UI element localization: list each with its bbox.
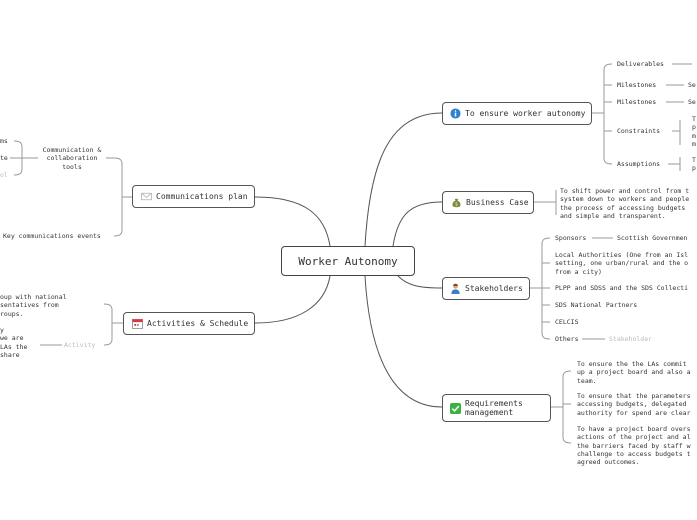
info-icon	[450, 108, 461, 119]
branch-stakeholders[interactable]: Stakeholders	[442, 277, 530, 300]
branch-line-requirements	[364, 275, 443, 408]
communication-tools-sub-1[interactable]: ms	[0, 137, 8, 145]
branch-objective[interactable]: To ensure worker autonomy	[442, 102, 592, 125]
central-topic-label: Worker Autonomy	[298, 254, 398, 268]
svg-text:$: $	[455, 202, 458, 208]
communication-tools-item[interactable]: Communication & collaboration tools	[42, 146, 102, 171]
celcis-item[interactable]: CELCIS	[555, 318, 579, 326]
milestones-item-1[interactable]: Milestones	[617, 81, 657, 89]
branch-requirements-label-line2: management	[465, 408, 514, 417]
activity-text[interactable]: oup with national sentatives from roups.…	[0, 293, 67, 360]
sponsors-value[interactable]: Scottish Governmen	[617, 234, 688, 242]
communication-tools-sub-3[interactable]: ol	[0, 171, 8, 179]
branch-activities-label: Activities & Schedule	[147, 319, 249, 328]
branch-line-activities	[254, 275, 331, 324]
constraints-text[interactable]: T p m m	[692, 115, 696, 148]
assumptions-item[interactable]: Assumptions	[617, 160, 661, 168]
calendar-icon	[132, 318, 143, 329]
requirement-item-3[interactable]: To have a project board overs actions of…	[577, 425, 691, 467]
deliverables-item[interactable]: Deliverables	[617, 60, 664, 68]
branch-communications[interactable]: Communications plan	[132, 185, 255, 208]
communication-events-item[interactable]: Key communications events	[3, 232, 101, 240]
branch-line-objective	[364, 112, 443, 247]
branch-stakeholders-label: Stakeholders	[465, 284, 523, 293]
local-authorities-item[interactable]: Local Authorities (One from an Isl setti…	[555, 251, 689, 276]
money-bag-icon: $	[452, 198, 461, 208]
branch-activities[interactable]: Activities & Schedule	[123, 312, 255, 335]
stakeholder-placeholder[interactable]: Stakeholder	[609, 335, 653, 343]
checkmark-icon	[450, 402, 461, 414]
branch-line-communications	[254, 196, 331, 247]
business-case-text[interactable]: To shift power and control from t system…	[560, 187, 690, 220]
branch-requirements-label-line1: Requirements	[465, 399, 523, 408]
branch-objective-label: To ensure worker autonomy	[465, 109, 586, 118]
plpp-item[interactable]: PLPP and SDSS and the SDS Collecti	[555, 284, 689, 292]
branch-business-case-label: Business Case	[466, 198, 529, 207]
activity-placeholder[interactable]: Activity	[64, 341, 96, 349]
person-icon	[451, 283, 460, 294]
branch-line-business-case	[392, 201, 443, 247]
requirement-item-1[interactable]: To ensure the the LAs commit up a projec…	[577, 360, 691, 385]
branch-communications-label: Communications plan	[156, 192, 248, 201]
branch-requirements[interactable]: Requirements management	[442, 394, 551, 422]
central-topic[interactable]: Worker Autonomy	[281, 246, 415, 276]
constraints-item[interactable]: Constraints	[617, 127, 661, 135]
milestones-item-2[interactable]: Milestones	[617, 98, 657, 106]
milestones-item-1-value[interactable]: Se	[688, 81, 696, 89]
communication-tools-sub-2[interactable]: te	[0, 154, 8, 162]
envelope-icon	[141, 192, 152, 201]
milestones-item-2-value[interactable]: Se	[688, 98, 696, 106]
others-item[interactable]: Others	[555, 335, 579, 343]
assumptions-text[interactable]: T p	[692, 156, 696, 173]
sds-partners-item[interactable]: SDS National Partners	[555, 301, 638, 309]
sponsors-item[interactable]: Sponsors	[555, 234, 587, 242]
branch-line-stakeholders	[397, 275, 443, 289]
branch-business-case[interactable]: $ Business Case	[442, 191, 534, 214]
requirement-item-2[interactable]: To ensure that the parameters accessing …	[577, 392, 691, 417]
